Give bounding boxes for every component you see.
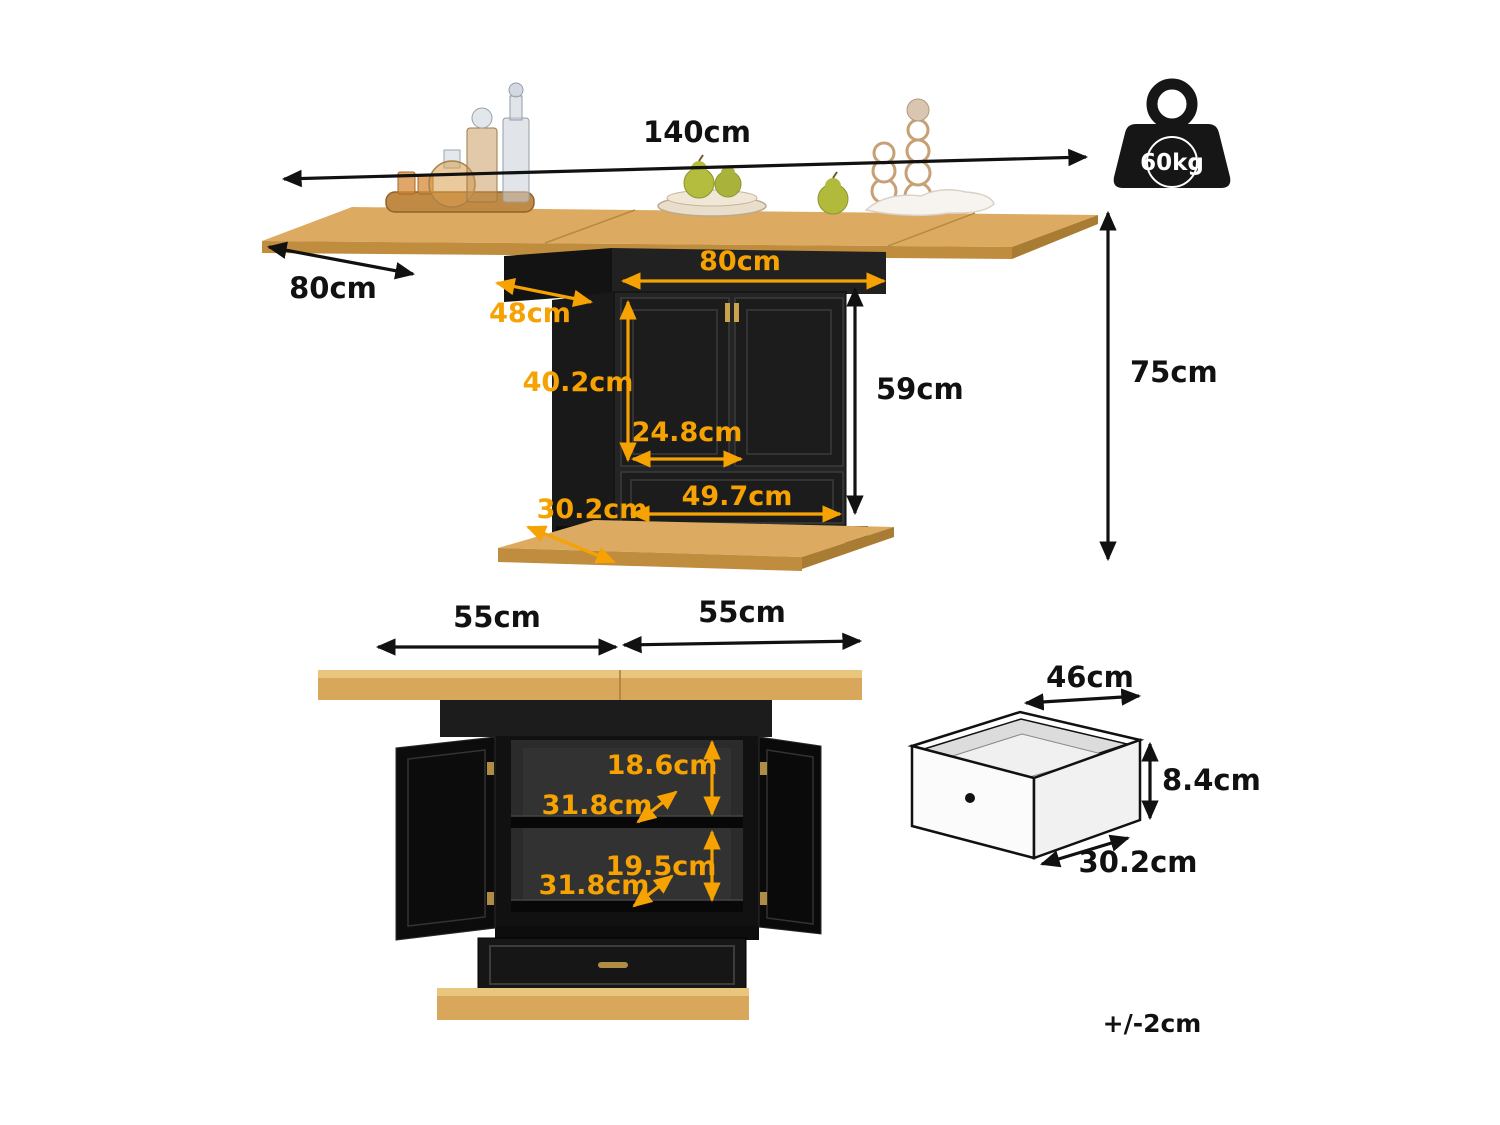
front-tabletop-edge (318, 678, 862, 700)
dim-depth-arrow (266, 241, 416, 280)
dim-drawer-detail-width-arrow (1023, 688, 1142, 711)
decor-tall-decanter-neck (509, 95, 523, 121)
table-front-view (318, 670, 862, 1020)
tabletop-right-edge (1012, 215, 1098, 259)
front-left-door-open (395, 736, 496, 941)
dim-length-arrow (281, 148, 1089, 188)
decor-sphere (906, 98, 930, 122)
decor-pear-3-top (825, 178, 841, 194)
decor-tall-decanter-top (508, 82, 524, 98)
front-left-door-hinge-bottom (487, 892, 494, 905)
kettlebell-weight-icon: 60kg (1113, 78, 1231, 188)
weight-label-circle (1146, 136, 1198, 188)
front-bottom-board (511, 900, 743, 912)
decor-cloth (864, 189, 995, 217)
front-view-dimensions: 55cm 55cm 18.6cm 31.8cm 19.5cm 31.8cm (375, 595, 863, 908)
dim-door-height-label: 40.2cm (523, 367, 634, 398)
front-right-door-hinge-top (760, 762, 767, 775)
dim-upper-shelf-depth-label: 31.8cm (542, 790, 653, 821)
decor-decanter-stopper (471, 107, 493, 129)
dim-drawer-detail-depth-label: 30.2cm (1079, 845, 1198, 879)
drawer-right-face (1032, 738, 1142, 860)
front-drawer-panel (489, 945, 735, 985)
tabletop-seam-left (544, 209, 636, 244)
front-shelf (511, 816, 743, 828)
dim-inner-top-width-label: 80cm (699, 246, 781, 277)
base-right-edge (802, 527, 894, 569)
front-tabletop-top (318, 670, 862, 678)
max-load-label: 60kg (1140, 150, 1204, 176)
front-right-door-hinge-bottom (760, 892, 767, 905)
weight-handle-ring (1146, 78, 1198, 130)
decor-plate-top (666, 189, 758, 207)
drawer-detail-view: 46cm 8.4cm 30.2cm (907, 660, 1261, 879)
decor-tall-decanter (502, 117, 530, 203)
front-base-edge (437, 996, 749, 1020)
dim-right-half-label: 55cm (698, 595, 786, 629)
dim-cabinet-height-label: 59cm (876, 372, 964, 406)
dim-drawer-detail-height-label: 8.4cm (1162, 763, 1261, 797)
decor-decanter-body (466, 127, 498, 203)
left-door-handle (725, 303, 730, 322)
weight-body (1113, 124, 1231, 188)
cabinet-right-door (734, 297, 844, 467)
decor-ring-5 (904, 159, 932, 187)
front-drawer-handle (598, 962, 628, 968)
table-perspective-view (262, 207, 1098, 571)
dim-drawer-detail-width-label: 46cm (1046, 660, 1134, 694)
decor-ring-6 (905, 138, 931, 164)
drawer-knob (965, 793, 975, 803)
dim-lower-shelf-depth-arrow (632, 874, 674, 908)
dim-upper-compartment-label: 18.6cm (607, 750, 718, 781)
front-cabinet-base-strip (495, 926, 759, 940)
dim-right-half-arrow (621, 632, 863, 654)
front-right-door-open (758, 736, 822, 935)
dim-base-depth-label: 30.2cm (537, 494, 648, 525)
dim-door-width-label: 24.8cm (632, 417, 743, 448)
dim-left-half-label: 55cm (453, 600, 541, 634)
dim-base-depth-arrow (526, 525, 616, 564)
front-left-door-hinge-top (487, 762, 494, 775)
dim-drawer-detail-depth-arrow (1040, 834, 1130, 868)
top-view-dimensions: 140cm 80cm 75cm 59cm 80cm 48cm 40.2cm 24… (266, 115, 1218, 564)
dim-inner-depth-arrow (494, 277, 594, 308)
front-base-top (437, 988, 749, 996)
decor-ring-7 (906, 118, 930, 142)
front-neck (440, 700, 772, 737)
front-right-door-panel (766, 749, 814, 925)
right-door-handle (734, 303, 739, 322)
dim-inner-depth-label: 48cm (489, 298, 571, 329)
cabinet-right-door-panel (746, 309, 832, 455)
tabletop-decor (385, 82, 995, 217)
dim-total-height-label: 75cm (1130, 355, 1218, 389)
decor-pear-3-stem (832, 171, 838, 179)
decor-ring-3 (872, 141, 896, 165)
tabletop-surface (262, 207, 1098, 247)
dim-drawer-width-label: 49.7cm (682, 481, 793, 512)
dim-lower-shelf-depth-label: 31.8cm (539, 870, 650, 901)
dim-upper-shelf-depth-arrow (636, 790, 678, 824)
decor-pear-1-stem (698, 154, 704, 162)
cabinet-left-door (620, 297, 730, 467)
tolerance-note: +/-2cm (1103, 1009, 1202, 1038)
dim-length-label: 140cm (643, 115, 751, 149)
dim-depth-label: 80cm (289, 271, 377, 305)
tabletop-seam-right (887, 212, 976, 247)
front-left-door-panel (407, 749, 486, 927)
cabinet-side-panel (552, 292, 614, 534)
